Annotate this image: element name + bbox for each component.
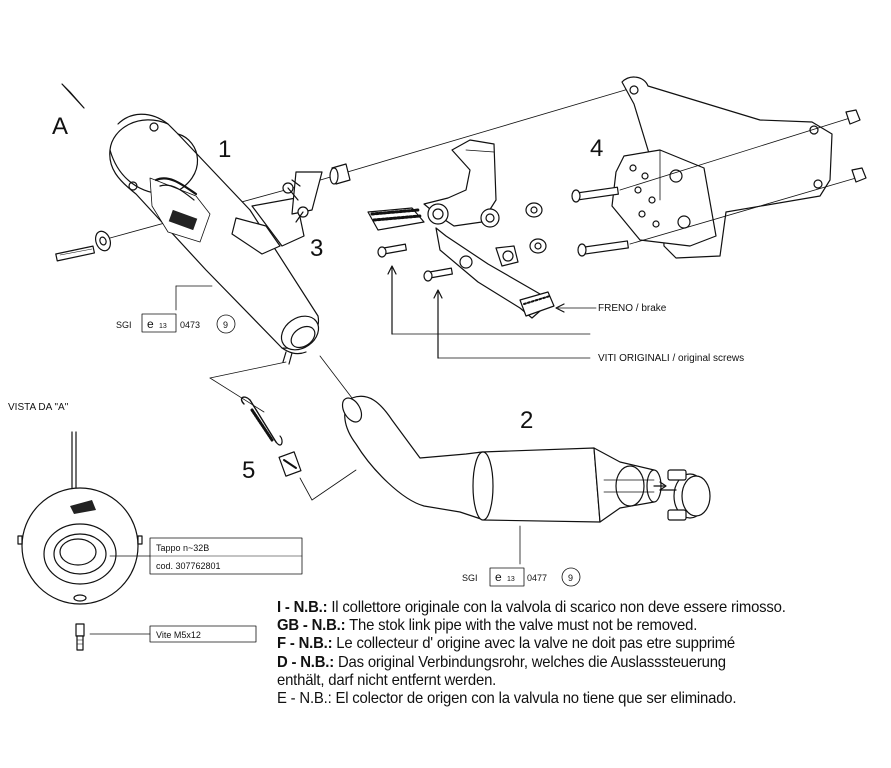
note-italian: I - N.B.: Il collettore originale con la… <box>277 599 786 616</box>
note-french: F - N.B.: Le collecteur d' origine avec … <box>277 635 736 653</box>
approval-code-2: 0477 <box>527 573 547 583</box>
spacer <box>329 163 351 185</box>
vite-callout-box <box>149 625 257 643</box>
washer <box>529 238 547 254</box>
viti-label: VITI ORIGINALI / original screws <box>598 353 744 364</box>
part-number-3: 3 <box>310 235 323 262</box>
end-cap-view <box>17 431 151 651</box>
part-number-5: 5 <box>242 457 255 484</box>
brand-decal <box>149 177 211 243</box>
footpeg-bracket <box>367 139 555 319</box>
washer <box>530 206 538 214</box>
note-german: D - N.B.: Das original Verbindungsrohr, … <box>277 653 726 671</box>
part-number-2: 2 <box>520 407 533 434</box>
link-pipe-2 <box>341 395 711 523</box>
cod-label: cod. 307762801 <box>156 561 221 571</box>
sgi-label-1: SGI <box>116 320 132 330</box>
circle-mark-2: 9 <box>568 573 573 583</box>
circle-mark-1: 9 <box>223 320 228 330</box>
sgi-label-2: SGI <box>462 573 478 583</box>
note-spanish: E - N.B.: El colector de origen con la v… <box>277 690 737 708</box>
installation-notes: I - N.B.: Il collettore originale con la… <box>277 599 887 708</box>
muffler-silencer <box>109 113 320 365</box>
part-number-4: 4 <box>590 135 603 162</box>
e13-number-2: 13 <box>507 576 515 583</box>
vite-label: Vite M5x12 <box>156 630 201 640</box>
washer <box>525 202 543 218</box>
approval-code-1: 0473 <box>180 320 200 330</box>
e13-number-1: 13 <box>159 323 167 330</box>
bracket-3 <box>231 171 323 255</box>
tappo-label: Tappo n~32B <box>156 543 209 553</box>
rear-hanger-bracket-4 <box>611 76 833 259</box>
view-label-a: A <box>52 113 68 140</box>
freno-label: FRENO / brake <box>598 303 667 314</box>
hanger-screws <box>571 109 867 257</box>
note-german-cont: enthält, darf nicht entfernt werden. <box>277 671 497 689</box>
view-arrow-icon <box>61 83 85 109</box>
homologation-label-1 <box>141 285 236 334</box>
e13-mark-1: e <box>147 317 154 331</box>
vista-label: VISTA DA "A" <box>8 402 69 413</box>
springs-5 <box>209 361 357 501</box>
original-screws <box>377 243 597 359</box>
part-number-1: 1 <box>218 136 231 163</box>
homologation-label-2 <box>489 525 581 587</box>
note-english: GB - N.B.: The stok link pipe with the v… <box>277 617 698 635</box>
washer <box>534 242 542 250</box>
e13-mark-2: e <box>495 570 502 584</box>
muffler-bolt <box>55 230 112 262</box>
